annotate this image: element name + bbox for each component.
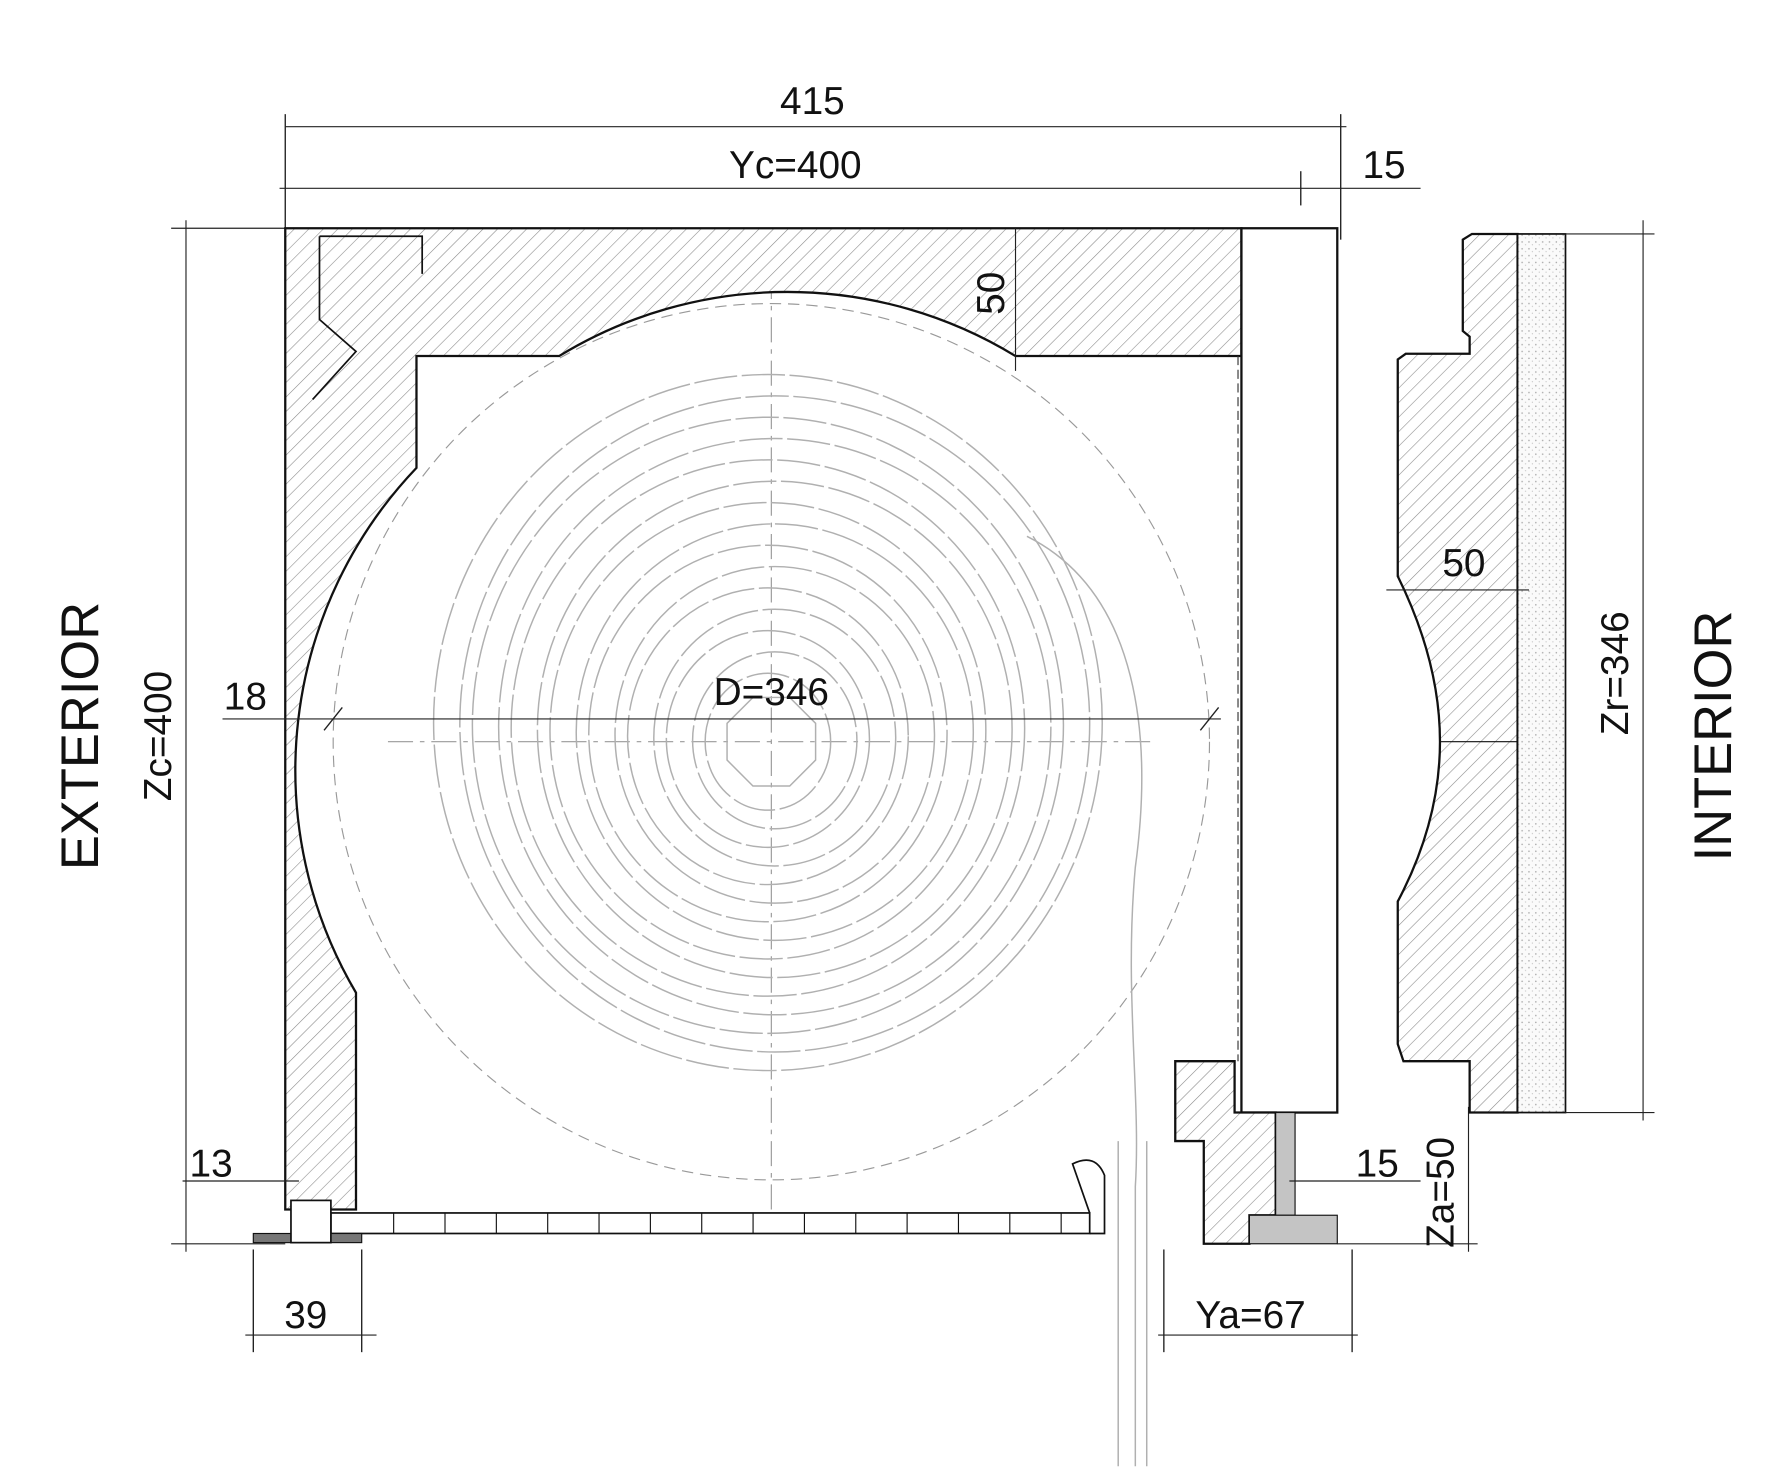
interior-profile (1396, 232, 1519, 1114)
roll-layer (536, 480, 1013, 979)
grey-profile (1275, 1111, 1296, 1216)
curtain-drop (1026, 535, 1143, 1467)
label-yc: Yc=400 (729, 144, 862, 187)
rolled-shutter-curtain (432, 373, 1103, 1072)
roll-layer (653, 608, 897, 867)
label-18: 18 (224, 676, 267, 719)
dimension-box-width: Yc=400 15 (279, 144, 1421, 206)
label-50-right: 50 (1442, 542, 1485, 585)
label-interior: INTERIOR (1684, 611, 1743, 862)
roll-layer (497, 437, 1052, 1016)
roll-layer (704, 672, 832, 811)
label-za: Za=50 (1420, 1137, 1463, 1248)
dimension-bottom-right: 15 Ya=67 Za=50 (1158, 1106, 1478, 1353)
insulation-layer (1516, 233, 1567, 1114)
label-15-bottom: 15 (1356, 1142, 1399, 1185)
roll-layer (510, 459, 1026, 997)
box-wall (284, 227, 1243, 1211)
roll-layer (626, 587, 909, 886)
dimension-bottom-left: 13 39 (182, 1142, 377, 1353)
label-zc: Zc=400 (137, 671, 180, 801)
bottom-rail (252, 1159, 1106, 1244)
label-415: 415 (780, 80, 845, 123)
max-roll-circle (332, 302, 1211, 1181)
curtain-guides (1117, 1141, 1148, 1467)
roll-layer (691, 651, 858, 830)
grey-base (1248, 1214, 1338, 1245)
roll-layer (459, 395, 1091, 1053)
octagonal-shaft (726, 696, 817, 787)
label-ya: Ya=67 (1195, 1294, 1305, 1337)
metal-insert (312, 235, 424, 400)
dimension-profile-depth: 50 (1386, 542, 1529, 591)
inner-panel (1240, 227, 1339, 1114)
label-15-top: 15 (1362, 144, 1405, 187)
label-d: D=346 (714, 671, 829, 714)
label-exterior: EXTERIOR (51, 602, 110, 870)
label-50-top: 50 (970, 272, 1013, 315)
roll-layer (575, 523, 975, 942)
label-39: 39 (284, 1294, 327, 1337)
roll-layer (471, 416, 1065, 1035)
roll-layer (549, 501, 987, 960)
dimension-box-height: Zc=400 (137, 220, 286, 1252)
roll-layer (665, 629, 871, 849)
roll-layer (588, 544, 948, 923)
label-zr: Zr=346 (1594, 611, 1637, 735)
dimension-diameter: D=346 18 (222, 671, 1221, 731)
roll-layer (432, 373, 1103, 1072)
roll-layer (614, 565, 936, 904)
dimension-total-width: 415 (284, 80, 1347, 240)
dimension-profile-height: Zr=346 (1565, 220, 1655, 1121)
label-13: 13 (190, 1142, 233, 1185)
